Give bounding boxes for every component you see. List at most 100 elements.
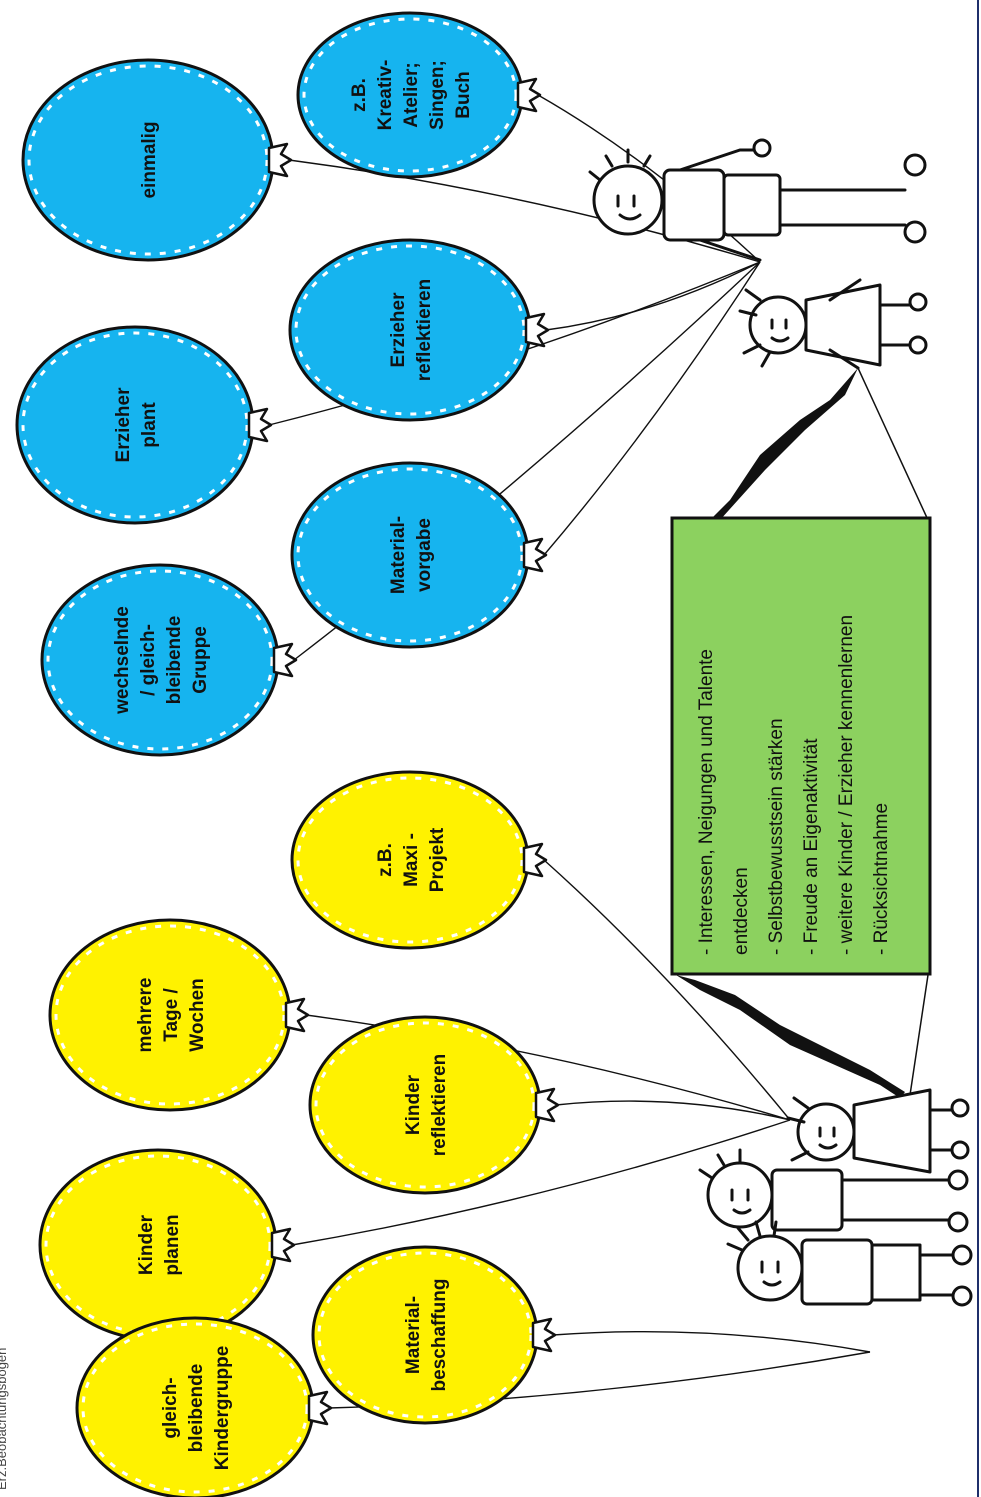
stick-figure-girl-bottom [786,1088,970,1174]
balloon-label: Tage / [161,988,182,1042]
kids-group-bottom [698,1088,973,1307]
balloon-dash-edge [296,776,524,944]
stick-figure-boy-bottom-2 [726,1220,973,1307]
stick-figure-boy [588,138,927,262]
balloon-label: Erzieher [388,292,409,368]
balloon-label: Kinder [403,1074,424,1135]
balloon-label: / gleich- [138,624,159,696]
kids-group-top [588,138,928,370]
balloon-knot [531,1317,557,1353]
balloon-dash-edge [296,467,524,643]
balloon-dash-edge [317,1251,533,1419]
stick-figure-girl [738,278,928,370]
balloon-label: Maxi - [401,833,422,887]
balloon-body [290,461,530,649]
balloon-label: bleibende [186,1364,207,1453]
balloon-label: z.B. [375,843,396,877]
balloon-label: Wochen [187,978,208,1052]
goal-line: entdecken [731,867,752,955]
balloon-materialbeschaffung: Material-beschaffung [311,1245,557,1425]
goal-line: - Rücksichtnahme [871,803,892,955]
balloon-label: vorgabe [414,518,435,592]
balloon-body [311,1245,539,1425]
balloon-knot [516,77,542,113]
goal-line: - weitere Kinder / Erzieher kennenlernen [836,615,857,955]
goal-line: - Interessen, Neigungen und Talente [696,649,717,955]
balloon-body [288,238,532,422]
page-edge-line [977,0,979,1497]
balloon-label: Gruppe [190,626,211,694]
balloon-body [40,563,280,757]
string-materialbeschaffung [552,1330,871,1353]
balloon-knot [522,537,548,573]
balloon-dash-edge [314,1021,536,1189]
balloon-label: wechselnde [112,606,133,715]
string-materialvorgabe [543,261,761,556]
string-zb-maxi [543,859,791,1121]
balloon-materialvorgabe: Material-vorgabe [290,461,548,649]
balloon-knot [247,407,273,443]
balloon-label: beschaffung [429,1279,450,1392]
balloon-knot [284,997,310,1033]
balloon-label: gleich- [160,1377,181,1438]
balloon-label: z.B. [349,78,370,112]
string-kinder-reflektieren [555,1100,791,1121]
balloon-einmalig: einmalig [21,58,293,262]
balloon-label: Material- [388,516,409,594]
balloon-dash-edge [46,569,274,751]
balloon-dash-edge [294,244,526,416]
balloon-dash-edge [81,1322,309,1494]
balloon-label: planen [162,1214,183,1275]
balloon-knot [270,1227,296,1263]
balloon-label: Singen; [427,60,448,130]
balloon-knot [522,842,548,878]
balloon-body [15,325,255,525]
mountain-shape [676,367,929,1098]
balloon-knot [534,1087,560,1123]
balloon-label: Projekt [427,827,448,892]
balloon-label: einmalig [139,121,160,198]
string-erzieher-reflektieren [545,261,761,331]
string-einmalig [288,159,761,263]
goals-box: - Interessen, Neigungen und Talente entde… [670,516,932,976]
balloon-body [38,1148,278,1342]
balloon-dash-edge [54,924,286,1106]
balloon-body [308,1015,542,1195]
balloon-dash-edge [44,1154,272,1336]
balloon-knot [272,642,298,678]
balloon-label: Material- [403,1296,424,1374]
balloon-label: Buch [453,71,474,119]
string-mehrere-tage [305,1014,791,1121]
balloon-label: reflektieren [414,279,435,381]
balloon-dash-edge [27,64,269,256]
balloon-label: Kreativ- [375,60,396,131]
balloon-dash-edge [302,17,518,173]
balloon-label: Kinder [136,1214,157,1275]
balloon-dash-edge [21,331,249,519]
goal-line: - Freude an Eigenaktivität [801,738,822,955]
balloon-label: Atelier; [401,62,422,127]
balloon-label: reflektieren [429,1054,450,1156]
balloon-knot [267,142,293,178]
balloon-knot [307,1390,333,1426]
balloon-label: bleibende [164,616,185,705]
balloon-label: plant [139,402,160,448]
balloon-zb-kreativ: z.B.Kreativ-Atelier;Singen;Buch [296,11,542,179]
corner-label: Erz.Beobachtungsbogen [0,1348,9,1490]
balloon-label: Erzieher [113,387,134,463]
balloon-label: Kindergruppe [212,1346,233,1471]
string-kinder-planen [291,1119,791,1246]
balloon-knot [524,312,550,348]
stick-figure-boy-bottom [698,1148,969,1233]
balloons-layer: z.B.Kreativ-Atelier;Singen;BucheinmaligE… [15,11,560,1497]
balloon-label: mehrere [135,978,156,1053]
